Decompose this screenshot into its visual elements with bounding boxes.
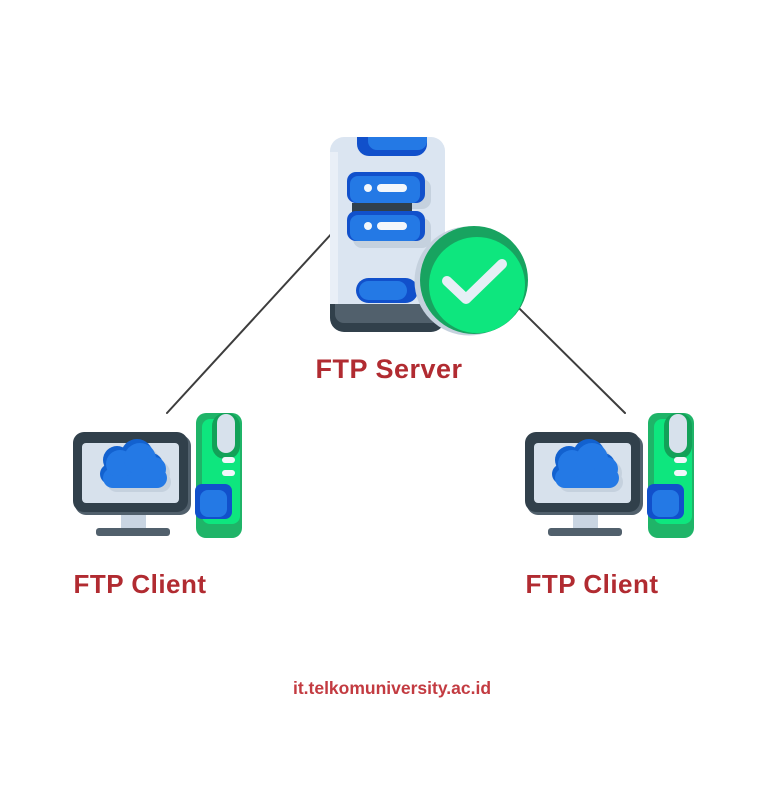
checkmark-icon xyxy=(442,259,507,304)
footer-url: it.telkomuniversity.ac.id xyxy=(292,678,492,698)
ftp-server-label: FTP Server xyxy=(315,354,463,384)
ftp-client-left-icon xyxy=(73,413,242,538)
check-circle-icon xyxy=(414,226,528,336)
ftp-client-right-icon xyxy=(525,413,694,538)
ftp-server-icon xyxy=(330,137,445,332)
ftp-client-right-label: FTP Client xyxy=(525,569,659,599)
server-to-left-client-line xyxy=(166,230,335,414)
ftp-client-left-label: FTP Client xyxy=(73,569,207,599)
